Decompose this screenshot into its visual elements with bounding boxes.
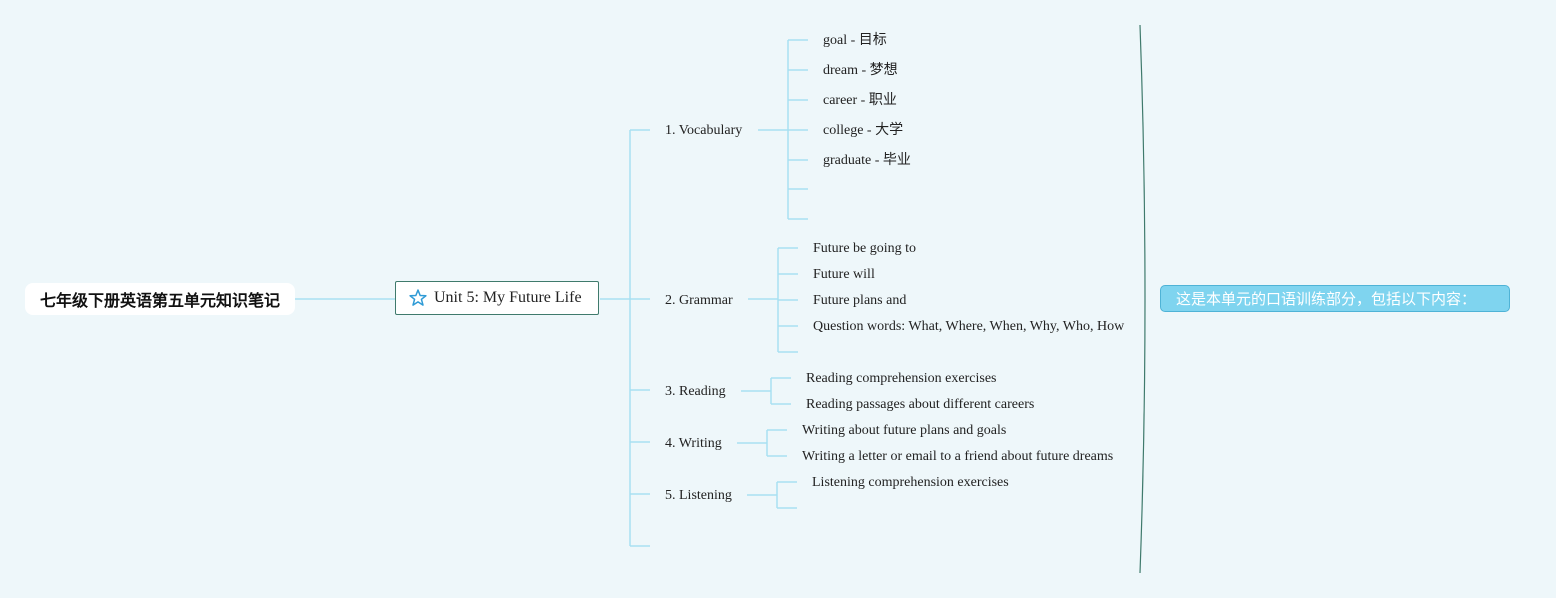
writing-item-plans[interactable]: Writing about future plans and goals	[802, 423, 1007, 438]
branch-vocabulary[interactable]: 1. Vocabulary	[665, 123, 743, 138]
grammar-item-going-to[interactable]: Future be going to	[813, 241, 917, 256]
vocab-item-graduate[interactable]: graduate - 毕业	[823, 153, 911, 168]
vocab-item-dream[interactable]: dream - 梦想	[823, 63, 898, 78]
root-topic-label: 七年级下册英语第五单元知识笔记	[39, 291, 280, 310]
reading-item-comprehension[interactable]: Reading comprehension exercises	[806, 371, 997, 386]
writing-item-letter[interactable]: Writing a letter or email to a friend ab…	[802, 449, 1114, 464]
grammar-item-question-words[interactable]: Question words: What, Where, When, Why, …	[813, 319, 1125, 334]
vocab-item-career[interactable]: career - 职业	[823, 93, 897, 108]
main-topic-label: Unit 5: My Future Life	[434, 289, 582, 306]
summary-topic-label: 这是本单元的口语训练部分，包括以下内容：	[1176, 290, 1477, 308]
vocab-item-goal[interactable]: goal - 目标	[823, 33, 887, 48]
grammar-item-plans[interactable]: Future plans and	[813, 293, 907, 308]
listening-item-comprehension[interactable]: Listening comprehension exercises	[812, 475, 1009, 490]
summary-brace	[1139, 24, 1146, 574]
main-topic[interactable]: Unit 5: My Future Life	[395, 281, 599, 315]
summary-topic[interactable]: 这是本单元的口语训练部分，包括以下内容：	[1160, 285, 1510, 312]
branch-listening[interactable]: 5. Listening	[665, 488, 732, 503]
reading-item-passages[interactable]: Reading passages about different careers	[806, 397, 1035, 412]
branch-grammar[interactable]: 2. Grammar	[665, 293, 733, 308]
branch-reading[interactable]: 3. Reading	[665, 384, 726, 399]
star-icon	[409, 289, 427, 306]
grammar-item-will[interactable]: Future will	[813, 267, 875, 282]
vocab-item-college[interactable]: college - 大学	[823, 123, 904, 138]
branch-writing[interactable]: 4. Writing	[665, 436, 722, 451]
root-topic[interactable]: 七年级下册英语第五单元知识笔记	[25, 283, 295, 315]
